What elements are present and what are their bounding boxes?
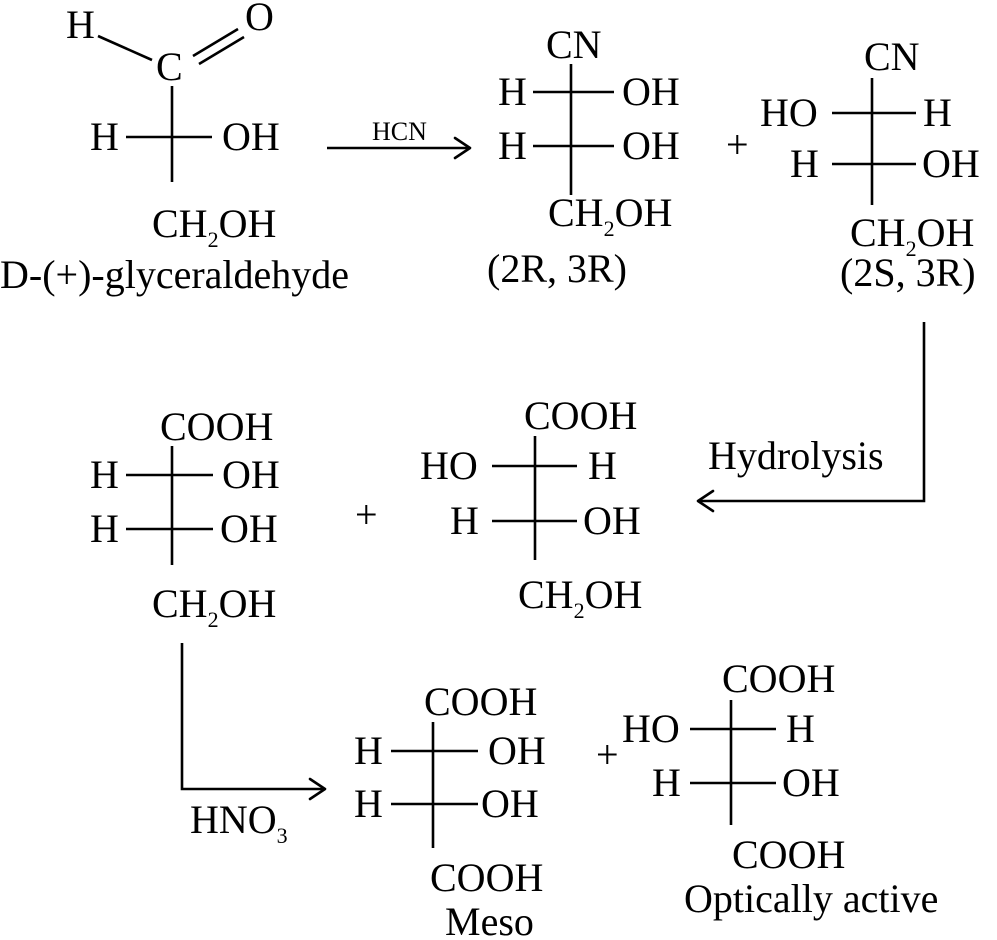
active-row2-left: H	[652, 760, 681, 805]
plus-sign-1: +	[726, 122, 749, 167]
active-row1-right: H	[786, 706, 815, 751]
hno3-label: HNO3	[190, 797, 288, 848]
glyceraldehyde-name: D-(+)-glyceraldehyde	[0, 252, 349, 297]
hcn-arrowhead	[453, 136, 472, 160]
acid-2-row1-right: H	[588, 443, 617, 488]
hcn-arrow: HCN	[327, 117, 472, 160]
cn-top-2: CN	[864, 34, 920, 79]
configuration-2R3R: (2R, 3R)	[487, 246, 627, 291]
cyanohydrin-2S3R-structure: CN HO H H OH CH2OH (2S, 3R)	[760, 34, 980, 295]
meso-top: COOH	[424, 679, 537, 724]
hno3-arrow-path	[180, 643, 325, 791]
cyanohydrin-2-row1-left: HO	[760, 90, 818, 135]
hydrolysis-arrow: Hydrolysis	[696, 322, 926, 513]
aldehyde-carbon: C	[156, 44, 183, 89]
cyanohydrin-2-row2-right: OH	[922, 141, 980, 186]
meso-row1-right: OH	[488, 728, 546, 773]
co-double-bond-b	[198, 35, 245, 66]
cyanohydrin-1-row1-right: OH	[622, 69, 680, 114]
cn-top-1: CN	[546, 22, 602, 67]
active-tartaric-acid-structure: COOH HO H H OH COOH Optically active	[622, 656, 938, 921]
hydrolysis-label: Hydrolysis	[708, 433, 884, 478]
plus-sign-2: +	[355, 492, 378, 537]
meso-bottom: COOH	[430, 855, 543, 900]
meso-label: Meso	[445, 899, 534, 940]
acid-2-top: COOH	[524, 393, 637, 438]
active-bottom: COOH	[732, 832, 845, 877]
glyceraldehyde-structure: H C O H OH CH2OH D-(+)-glyceraldehyde	[0, 0, 349, 297]
hydrolysis-arrow-path	[698, 322, 926, 503]
acid-2-row2-right: OH	[583, 498, 641, 543]
cyanohydrin-2-bottom-group: CH2OH	[850, 210, 974, 261]
acid-1-row1-left: H	[90, 452, 119, 497]
cyanohydrin-2-row2-left: H	[790, 141, 819, 186]
glyceraldehyde-h-left: H	[90, 114, 119, 159]
active-row1-left: HO	[622, 706, 680, 751]
acid-1-bottom-group: CH2OH	[152, 581, 276, 632]
hcn-label: HCN	[372, 117, 427, 146]
acid-2-row2-left: H	[450, 498, 479, 543]
meso-row2-left: H	[354, 781, 383, 826]
meso-tartaric-acid-structure: COOH H OH H OH COOH Meso	[354, 679, 546, 940]
glyceraldehyde-oh-right: OH	[222, 114, 280, 159]
meso-row2-right: OH	[481, 781, 539, 826]
acid-2-row1-left: HO	[420, 443, 478, 488]
acid-2-structure: COOH HO H H OH CH2OH	[420, 393, 642, 623]
acid-2-bottom-group: CH2OH	[518, 572, 642, 623]
aldehyde-h: H	[66, 2, 95, 47]
meso-row1-left: H	[354, 728, 383, 773]
hno3-arrowhead	[308, 777, 327, 801]
acid-1-row2-right: OH	[220, 506, 278, 551]
plus-sign-3: +	[596, 732, 619, 777]
active-row2-right: OH	[782, 760, 840, 805]
cyanohydrin-1-bottom-group: CH2OH	[548, 190, 672, 241]
acid-1-structure: COOH H OH H OH CH2OH	[90, 404, 280, 632]
acid-1-row1-right: OH	[222, 452, 280, 497]
cyanohydrin-2-row1-right: H	[923, 90, 952, 135]
co-double-bond-a	[192, 27, 239, 58]
aldehyde-oxygen: O	[245, 0, 274, 39]
ch-bond	[97, 34, 153, 62]
active-top: COOH	[722, 656, 835, 701]
acid-1-row2-left: H	[90, 506, 119, 551]
cyanohydrin-2R3R-structure: CN H OH H OH CH2OH (2R, 3R)	[487, 22, 680, 291]
acid-1-top: COOH	[160, 404, 273, 449]
configuration-2S3R: (2S, 3R)	[840, 250, 976, 295]
glyceraldehyde-bottom-group: CH2OH	[152, 201, 276, 252]
hno3-arrow: HNO3	[180, 643, 327, 848]
cyanohydrin-1-row2-right: OH	[622, 123, 680, 168]
hydrolysis-arrowhead	[696, 489, 715, 513]
active-label: Optically active	[684, 876, 938, 921]
cyanohydrin-1-row1-left: H	[498, 69, 527, 114]
cyanohydrin-1-row2-left: H	[498, 123, 527, 168]
